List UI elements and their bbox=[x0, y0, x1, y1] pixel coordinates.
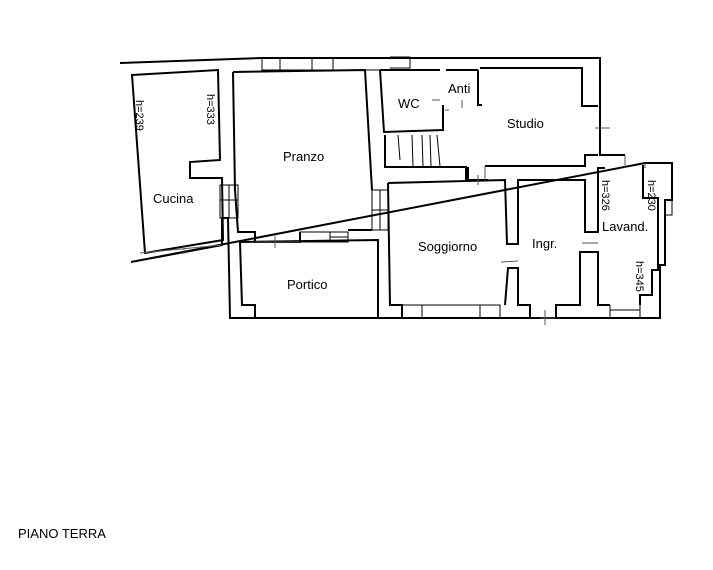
plan-caption: PIANO TERRA bbox=[18, 526, 106, 541]
soggiorno-walls bbox=[387, 167, 605, 245]
room-label-anti: Anti bbox=[448, 81, 471, 96]
room-label-ingresso: Ingr. bbox=[532, 236, 557, 251]
soggiorno-lower bbox=[387, 182, 660, 318]
height-label: h=239 bbox=[133, 100, 145, 131]
room-label-lavanderia: Lavand. bbox=[602, 219, 648, 234]
cucina-walls bbox=[130, 68, 225, 255]
stairs-steps bbox=[397, 134, 441, 167]
windows bbox=[219, 56, 673, 319]
room-label-portico: Portico bbox=[287, 277, 327, 292]
room-label-pranzo: Pranzo bbox=[283, 149, 324, 164]
wc-walls bbox=[379, 69, 482, 134]
room-label-wc: WC bbox=[398, 96, 420, 111]
height-label: h=333 bbox=[204, 94, 216, 125]
room-label-studio: Studio bbox=[507, 116, 544, 131]
height-label: h=230 bbox=[645, 180, 657, 211]
outer-wall bbox=[119, 57, 673, 319]
room-label-cucina: Cucina bbox=[153, 191, 194, 206]
door-swings bbox=[139, 99, 646, 325]
lavand-walls bbox=[642, 165, 659, 270]
room-label-soggiorno: Soggiorno bbox=[418, 239, 477, 254]
stairs-walls bbox=[384, 135, 467, 180]
height-label: h=345 bbox=[633, 261, 645, 292]
portico-walls bbox=[239, 238, 379, 318]
height-label: h=326 bbox=[599, 180, 611, 211]
